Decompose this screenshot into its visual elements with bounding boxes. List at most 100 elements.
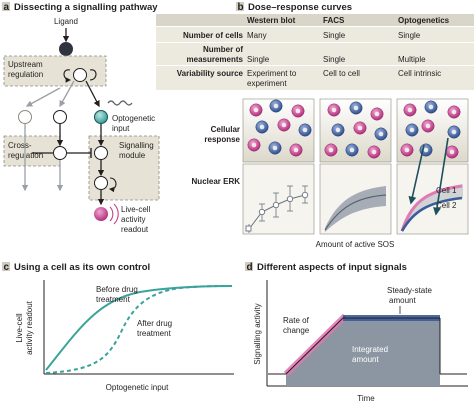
table-header-band bbox=[156, 14, 474, 26]
steady-label-2: amount bbox=[389, 296, 416, 305]
cell-meas-opto: Multiple bbox=[398, 55, 426, 64]
cellular-response-label-2: response bbox=[204, 135, 240, 144]
cell-nucleus bbox=[409, 127, 415, 133]
cell-cells-facs: Single bbox=[323, 31, 346, 40]
cell-nucleus bbox=[272, 145, 278, 151]
c-y-label-2: activity readout bbox=[25, 300, 34, 355]
ligand-label: Ligand bbox=[54, 17, 78, 26]
cell-nucleus bbox=[371, 149, 377, 155]
upstream-node bbox=[73, 68, 87, 82]
signalling-label-2: module bbox=[119, 151, 146, 160]
node-left-1 bbox=[18, 110, 32, 124]
panel-c: c Using a cell as its own control Before… bbox=[2, 262, 234, 392]
cell-2-curve bbox=[400, 196, 463, 232]
cell-1-curve bbox=[400, 184, 463, 232]
cell-meas-facs: Single bbox=[323, 55, 346, 64]
rate-label-1: Rate of bbox=[283, 316, 310, 325]
optogenetic-node bbox=[94, 110, 108, 124]
before-label-2: treatment bbox=[96, 295, 131, 304]
cell-nucleus bbox=[428, 104, 434, 110]
signal-node-1 bbox=[94, 146, 108, 160]
integrated-label-2: amount bbox=[352, 355, 379, 364]
col-header-western: Western blot bbox=[247, 16, 296, 25]
panel-d-title: Different aspects of input signals bbox=[257, 262, 407, 273]
panel-c-title: Using a cell as its own control bbox=[14, 262, 150, 273]
branch-arrow-right bbox=[85, 80, 100, 108]
cell-population bbox=[247, 99, 461, 159]
cell-nucleus bbox=[353, 105, 359, 111]
cell-nucleus bbox=[331, 107, 337, 113]
panel-b-title: Dose–response curves bbox=[248, 2, 352, 13]
before-drug-curve bbox=[45, 285, 233, 371]
cell-nucleus bbox=[328, 147, 334, 153]
cell-var-western-1: Experiment to bbox=[247, 69, 297, 78]
cell-nucleus bbox=[281, 122, 287, 128]
c-x-label: Optogenetic input bbox=[106, 383, 169, 392]
after-label-1: After drug bbox=[137, 319, 172, 328]
cell-var-facs: Cell to cell bbox=[323, 69, 360, 78]
node-mid-1 bbox=[53, 110, 67, 124]
readout-node bbox=[94, 207, 108, 221]
cell-cells-western: Many bbox=[247, 31, 267, 40]
b-x-label: Amount of active SOS bbox=[316, 240, 395, 249]
before-label-1: Before drug bbox=[96, 285, 138, 294]
panel-b-letter-box bbox=[236, 2, 244, 11]
signal-node-2 bbox=[94, 176, 108, 190]
col-header-facs: FACS bbox=[323, 16, 345, 25]
plot-western bbox=[242, 163, 315, 235]
panel-d: d Different aspects of input signals Ste… bbox=[245, 262, 468, 403]
row-band-2 bbox=[156, 43, 474, 65]
cell-var-western-2: experiment bbox=[247, 79, 287, 88]
livecell-label-2: activity bbox=[121, 215, 145, 224]
cell-nucleus bbox=[259, 124, 265, 130]
panel-a-letter: a bbox=[4, 2, 10, 13]
panel-d-letter: d bbox=[247, 262, 253, 273]
cell-nucleus bbox=[273, 103, 279, 109]
upstream-loop-2 bbox=[89, 69, 97, 81]
branch-arrow-left bbox=[59, 80, 75, 108]
cell-nucleus bbox=[293, 147, 299, 153]
cell-meas-western: Single bbox=[247, 55, 270, 64]
cross-label-1: Cross- bbox=[8, 141, 32, 150]
feedback-loop bbox=[108, 177, 117, 193]
d-y-label: Signalling activity bbox=[253, 303, 262, 364]
panel-a-title: Dissecting a signalling pathway bbox=[14, 2, 158, 13]
optogenetic-label-1: Optogenetic bbox=[112, 114, 155, 123]
nuclear-erk-label: Nuclear ERK bbox=[192, 177, 241, 186]
cell-nucleus bbox=[349, 147, 355, 153]
panel-c-letter: c bbox=[4, 262, 10, 273]
cell-cells-opto: Single bbox=[398, 31, 421, 40]
after-label-2: treatment bbox=[137, 329, 172, 338]
panel-b-letter: b bbox=[238, 2, 244, 13]
cell-1-label: Cell 1 bbox=[436, 186, 457, 195]
light-wave-icon bbox=[107, 100, 133, 106]
optogenetic-label-2: input bbox=[112, 124, 130, 133]
cell-to-curve-arrow-2 bbox=[433, 137, 449, 216]
steady-label-1: Steady-state bbox=[387, 286, 432, 295]
upstream-box bbox=[3, 55, 107, 87]
cell-nucleus bbox=[425, 123, 431, 129]
row-label-measurements-1: Number of bbox=[203, 45, 243, 54]
row-label-cells: Number of cells bbox=[183, 31, 244, 40]
cell-nucleus bbox=[357, 125, 363, 131]
cell-nucleus bbox=[302, 127, 308, 133]
cell-var-opto: Cell intrinsic bbox=[398, 69, 441, 78]
cell-nucleus bbox=[378, 131, 384, 137]
integrated-label-1: Integrated bbox=[352, 345, 388, 354]
c-y-label-1: Live-cell bbox=[15, 313, 24, 343]
rate-label-2: change bbox=[283, 326, 310, 335]
row-band-1 bbox=[156, 27, 474, 42]
cell-nucleus bbox=[451, 109, 457, 115]
livecell-label-3: readout bbox=[121, 225, 149, 234]
cell-nucleus bbox=[295, 108, 301, 114]
facs-mean-curve bbox=[324, 194, 387, 231]
row-label-variability: Variability source bbox=[177, 69, 244, 78]
after-drug-curve bbox=[45, 285, 233, 374]
row-band-3 bbox=[156, 66, 474, 90]
cell-nucleus bbox=[449, 149, 455, 155]
panel-c-letter-box bbox=[2, 262, 10, 271]
cell-nucleus bbox=[423, 147, 429, 153]
cell-nucleus bbox=[374, 111, 380, 117]
livecell-label-1: Live-cell bbox=[121, 205, 151, 214]
